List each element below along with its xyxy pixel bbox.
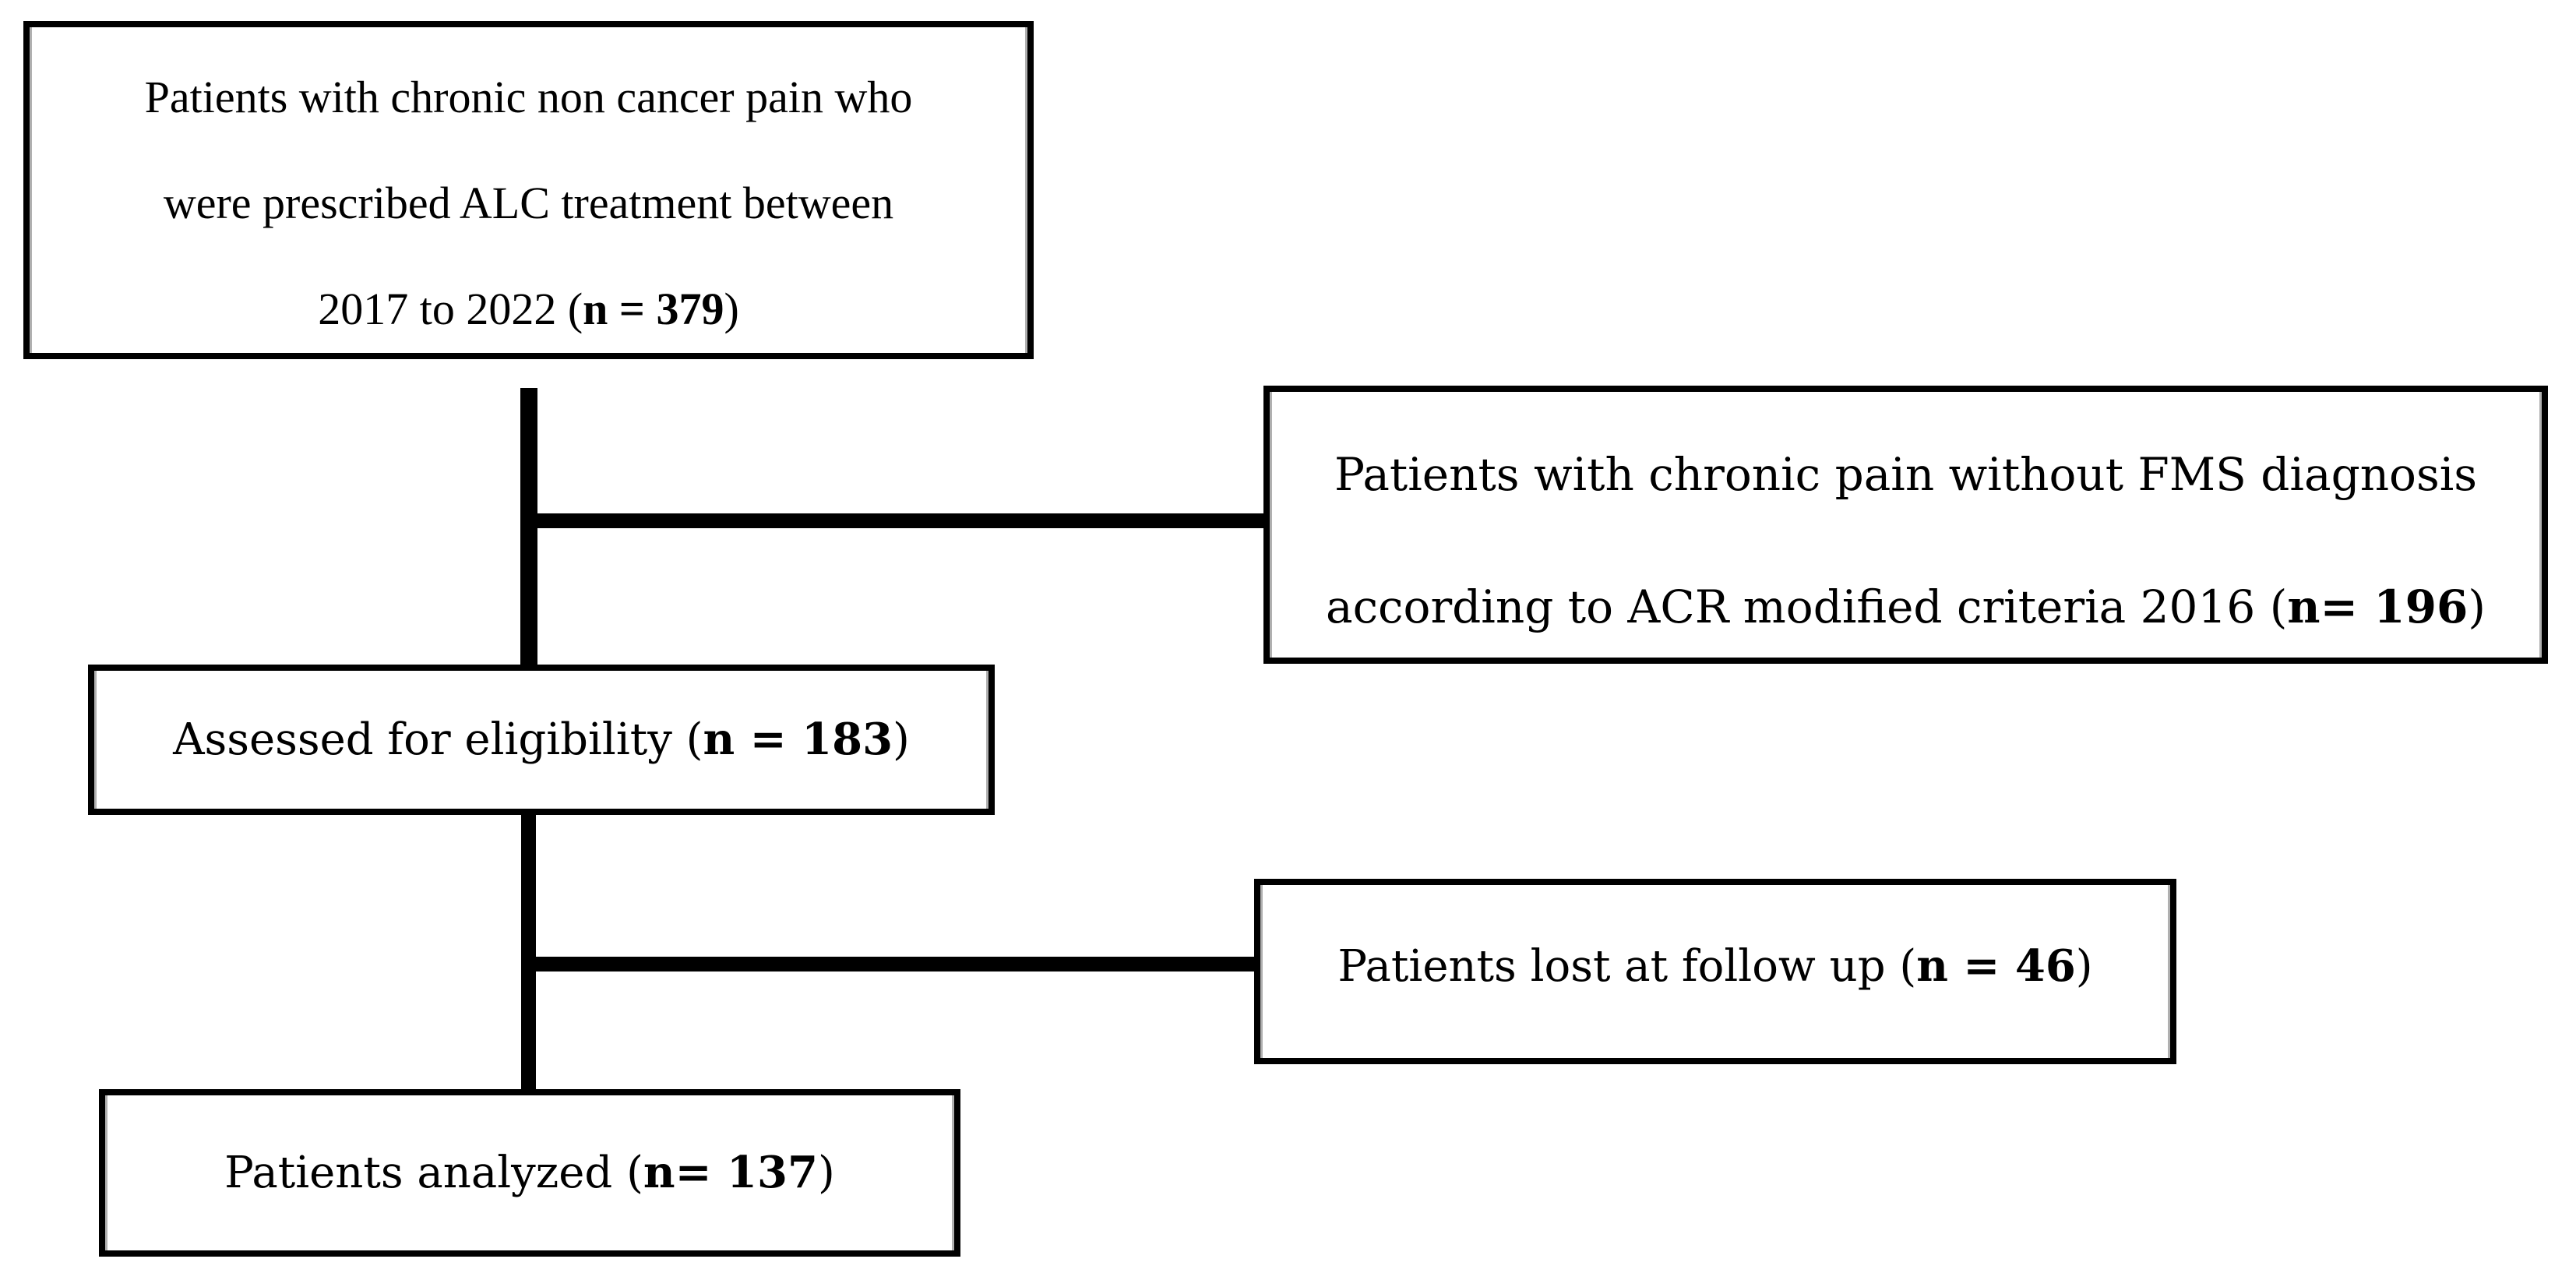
analyzed-box: Patients analyzed (n= 137) — [99, 1089, 960, 1257]
population-line-2: were prescribed ALC treatment between — [163, 178, 894, 228]
lost-followup-line-post: ) — [2075, 940, 2093, 992]
population-box: Patients with chronic non cancer pain wh… — [23, 21, 1034, 359]
assessed-line-post: ) — [893, 714, 910, 765]
excluded-line-1: Patients with chronic pain without FMS d… — [1334, 447, 2478, 501]
analyzed-n-value: n= 137 — [643, 1147, 818, 1198]
assessed-eligibility-box: Assessed for eligibility (n = 183) — [88, 665, 995, 815]
population-line-1: Patients with chronic non cancer pain wh… — [144, 72, 913, 122]
excluded-no-fms-box: Patients with chronic pain without FMS d… — [1263, 386, 2548, 664]
connector-population-to-assessed — [520, 388, 537, 668]
population-n-value: n = 379 — [583, 284, 724, 334]
lost-followup-line: Patients lost at follow up (n = 46) — [1337, 939, 2092, 994]
assessed-line: Assessed for eligibility (n = 183) — [173, 712, 910, 767]
analyzed-line-pre: Patients analyzed ( — [224, 1148, 643, 1198]
lost-followup-line-pre: Patients lost at follow up ( — [1337, 940, 1917, 992]
lost-followup-box: Patients lost at follow up (n = 46) — [1254, 879, 2176, 1064]
excluded-n-value: n= 196 — [2287, 580, 2469, 633]
assessed-line-pre: Assessed for eligibility ( — [173, 714, 703, 765]
population-line-3-pre: 2017 to 2022 ( — [318, 284, 583, 334]
connector-assessed-to-analyzed — [521, 815, 536, 1092]
excluded-line-2-post: ) — [2468, 580, 2486, 633]
excluded-line-2-pre: according to ACR modified criteria 2016 … — [1325, 580, 2288, 633]
lost-followup-n-value: n = 46 — [1916, 940, 2076, 992]
population-line-3-post: ) — [724, 284, 739, 334]
connector-branch-excluded — [520, 513, 1263, 528]
analyzed-line-post: ) — [817, 1148, 835, 1198]
connector-branch-lost-followup — [521, 957, 1254, 972]
excluded-line-2: according to ACR modified criteria 2016 … — [1326, 541, 2486, 673]
population-line-3: 2017 to 2022 (n = 379) — [318, 256, 739, 362]
analyzed-line: Patients analyzed (n= 137) — [224, 1145, 835, 1201]
assessed-n-value: n = 183 — [703, 714, 893, 765]
